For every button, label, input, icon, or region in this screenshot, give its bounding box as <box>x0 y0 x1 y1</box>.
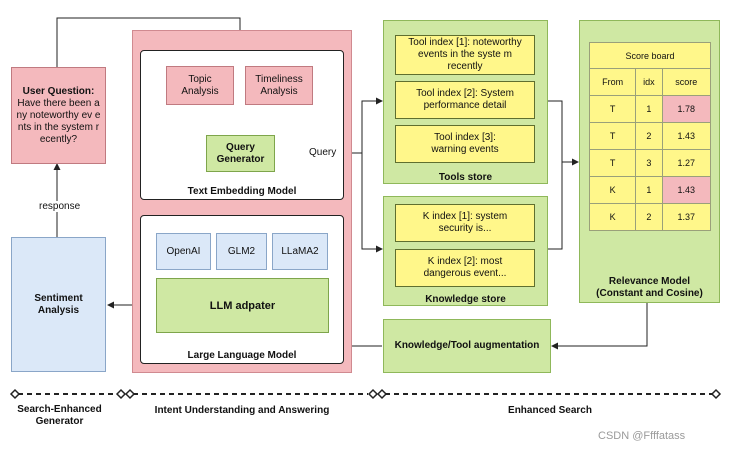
row-idx: 2 <box>635 203 663 231</box>
row-score: 1.37 <box>661 203 712 231</box>
timeliness-analysis-box: Timeliness Analysis <box>245 66 313 105</box>
row-from: T <box>588 149 637 177</box>
score-board-title: Score board <box>589 42 711 68</box>
row-score: 1.43 <box>661 122 712 150</box>
header-score: score <box>661 68 712 96</box>
row-from: T <box>588 95 637 123</box>
model-glm2: GLM2 <box>216 233 267 270</box>
query-generator-box: Query Generator <box>206 135 275 172</box>
score-row: K 1 1.43 <box>588 176 712 204</box>
user-question-box: User Question: Have there been a ny note… <box>11 67 106 164</box>
k-index-1: K index [1]: system security is... <box>395 204 535 242</box>
relevance-title-line1: Relevance Model <box>608 276 691 287</box>
model-openai: OpenAI <box>156 233 211 270</box>
row-idx: 1 <box>635 95 663 123</box>
text-embedding-model-title: Text Embedding Model <box>187 186 297 197</box>
user-question-text: Have there been a ny noteworthy ev ents … <box>16 97 101 145</box>
row-from: K <box>588 203 637 231</box>
row-idx: 3 <box>635 149 663 177</box>
footer-enhanced-search: Enhanced Search <box>508 405 592 416</box>
tools-to-relevance-line <box>548 100 563 250</box>
score-row: T 3 1.27 <box>588 149 712 177</box>
query-to-knowledge-line <box>361 153 383 253</box>
sentiment-analysis-box: Sentiment Analysis <box>11 237 106 372</box>
row-score: 1.27 <box>661 149 712 177</box>
tool-index-1: Tool index [1]: noteworthy events in the… <box>395 35 535 75</box>
relevance-title-line2: (Constant and Cosine) <box>596 288 703 299</box>
score-row: T 1 1.78 <box>588 95 712 123</box>
query-to-tools-line <box>361 97 383 153</box>
response-label: response <box>38 201 82 212</box>
row-score: 1.43 <box>661 176 712 204</box>
tool-index-2: Tool index [2]: System performance detai… <box>395 81 535 119</box>
row-from: T <box>588 122 637 150</box>
footer-intent-understanding: Intent Understanding and Answering <box>154 405 330 416</box>
row-from: K <box>588 176 637 204</box>
row-idx: 1 <box>635 176 663 204</box>
topic-analysis-box: Topic Analysis <box>166 66 234 105</box>
tool-index-3: Tool index [3]: warning events <box>395 125 535 163</box>
header-from: From <box>588 68 637 96</box>
header-idx: idx <box>635 68 663 96</box>
relevance-to-augmentation-line <box>551 303 648 350</box>
user-question-title: User Question: <box>22 85 95 97</box>
row-score: 1.78 <box>661 95 712 123</box>
score-table-header: From idx score <box>588 68 712 96</box>
k-index-2: K index [2]: most dangerous event... <box>395 249 535 287</box>
watermark: CSDN @Ffffatass <box>598 430 686 442</box>
large-language-model-title: Large Language Model <box>187 350 297 361</box>
llm-adapter-box: LLM adpater <box>156 278 329 333</box>
score-row: K 2 1.37 <box>588 203 712 231</box>
score-board: Score board From idx score T 1 1.78 T 2 … <box>588 42 712 231</box>
model-llama2: LLaMA2 <box>272 233 328 270</box>
knowledge-store-title: Knowledge store <box>425 294 506 305</box>
footer-search-enhanced-generator: Search-Enhanced Generator <box>17 404 102 427</box>
score-row: T 2 1.43 <box>588 122 712 150</box>
tools-store-title: Tools store <box>438 172 493 183</box>
row-idx: 2 <box>635 122 663 150</box>
knowledge-tool-augmentation-box: Knowledge/Tool augmentation <box>383 319 551 373</box>
relevance-model-title: Relevance Model (Constant and Cosine) <box>579 276 720 300</box>
score-table: From idx score T 1 1.78 T 2 1.43 T 3 1.2… <box>588 68 712 231</box>
query-label: Query <box>308 147 338 158</box>
